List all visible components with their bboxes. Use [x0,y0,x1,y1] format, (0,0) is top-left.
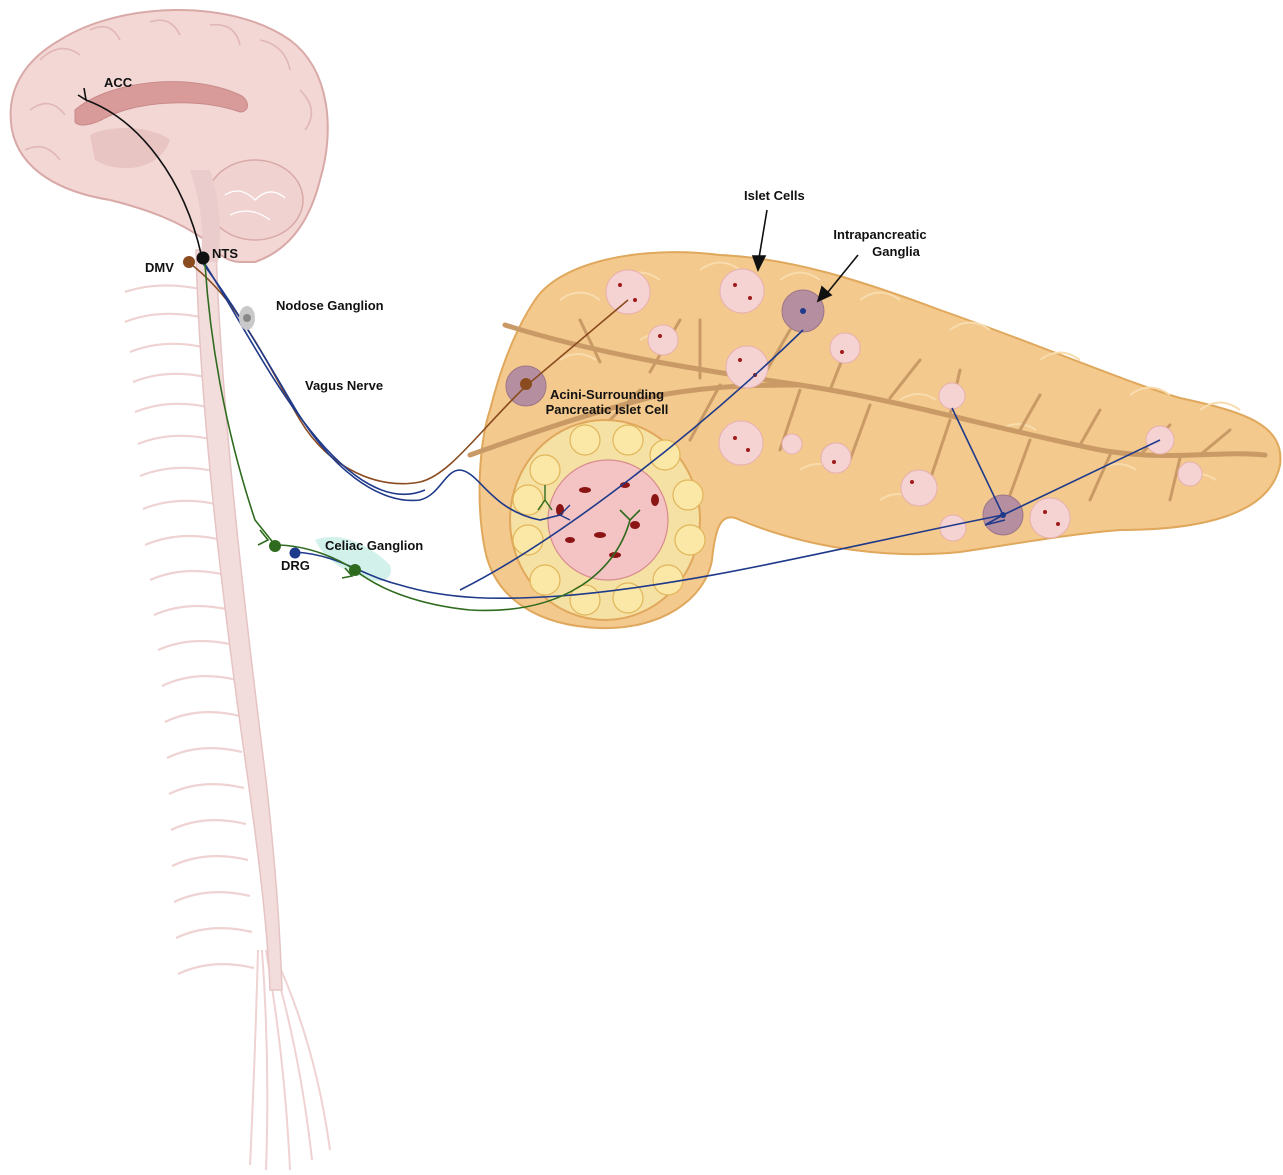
label-intrapancreatic-ganglia-2: Ganglia [872,244,920,259]
acini-ganglion-soma [520,378,532,390]
sympathetic-preganglionic-soma [269,540,281,552]
label-acini-2: Pancreatic Islet Cell [546,402,669,417]
drg-soma [290,548,301,559]
label-celiac-ganglion: Celiac Ganglion [325,538,423,553]
spinal-cord [196,250,282,990]
dmv-soma [183,256,195,268]
intrapancreatic-ganglion-lower-soma [1000,512,1006,518]
label-vagus-nerve: Vagus Nerve [305,378,383,393]
label-intrapancreatic-ganglia-1: Intrapancreatic [833,227,926,242]
label-nts: NTS [212,246,238,261]
cauda-equina [250,950,330,1170]
label-islet-cells: Islet Cells [744,188,805,203]
label-acini-1: Acini-Surrounding [550,387,664,402]
brain [11,10,328,262]
celiac-postganglionic-soma [349,564,361,576]
intrapancreatic-ganglion-upper-soma [800,308,806,314]
label-dmv: DMV [145,260,174,275]
label-drg: DRG [281,558,310,573]
label-acc: ACC [104,75,133,90]
nts-soma [197,252,210,265]
label-nodose-ganglion: Nodose Ganglion [276,298,384,313]
